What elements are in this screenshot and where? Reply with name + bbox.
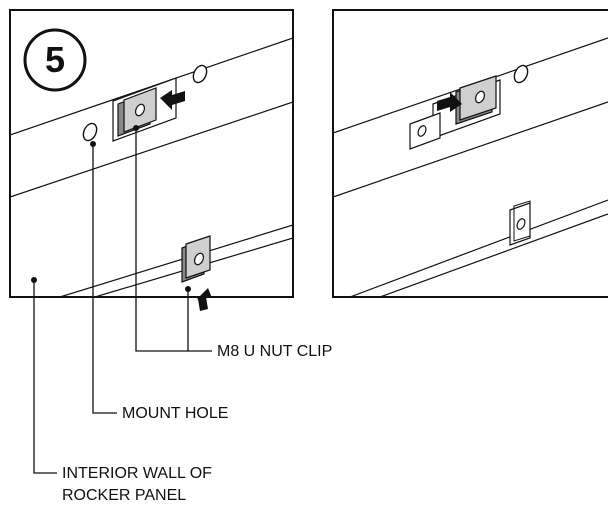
- step-badge-circle: [23, 28, 87, 92]
- rocker-panel-lower-edge: [333, 101, 608, 198]
- callout-mount-hole: MOUNT HOLE: [122, 405, 229, 422]
- leader-line-clip-upper: [135, 128, 188, 352]
- rocker-panel-floor-line-a: [349, 199, 608, 297]
- leader-line-interior-wall: [33, 280, 57, 474]
- m8-u-nut-clip-installed: [509, 200, 531, 246]
- m8-u-nut-clip: [409, 75, 497, 150]
- mount-hole: [192, 64, 208, 84]
- callout-m8-u-nut-clip: M8 U NUT CLIP: [217, 343, 333, 360]
- rocker-panel-lower-edge: [10, 101, 293, 198]
- right-panel: [332, 9, 608, 298]
- mount-hole: [513, 64, 529, 84]
- callout-interior-wall-line1: INTERIOR WALL OF: [62, 465, 212, 482]
- left-panel: [9, 9, 294, 311]
- m8-u-nut-clip-lower: [181, 235, 211, 283]
- step-number: 5: [44, 39, 66, 80]
- callout-interior-wall-line2: ROCKER PANEL: [62, 487, 187, 504]
- m8-u-nut-clip: [117, 87, 157, 137]
- rocker-panel-floor-line-a: [59, 224, 293, 297]
- mount-hole: [82, 122, 98, 142]
- right-panel-frame: [332, 9, 608, 298]
- insert-arrow-left: [160, 90, 185, 110]
- left-panel-frame: [9, 9, 294, 298]
- insert-arrow-up: [193, 288, 212, 311]
- leader-line-mount-hole: [92, 144, 117, 414]
- insert-arrow-right: [437, 92, 462, 112]
- leader-line-clip-lower: [187, 289, 212, 352]
- rocker-panel-floor-line-b: [379, 213, 608, 297]
- leader-lines: [33, 128, 212, 474]
